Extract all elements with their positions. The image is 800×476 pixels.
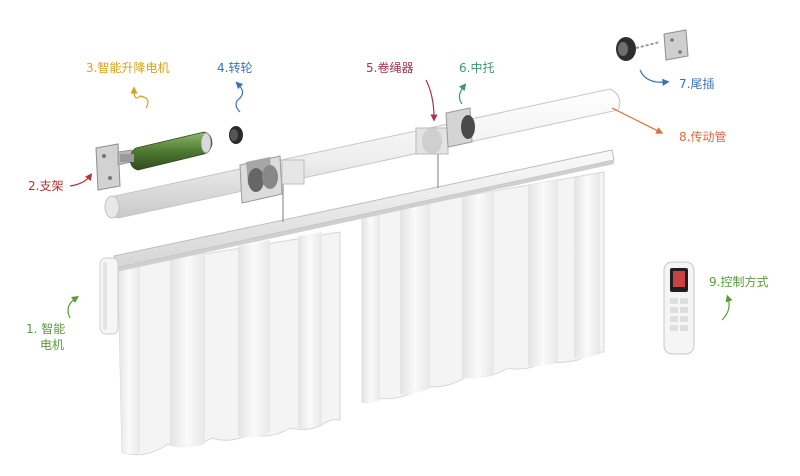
pulley-icon	[229, 126, 243, 144]
curtain-left-panel	[117, 231, 341, 456]
arrow-smart-motor	[67, 296, 79, 319]
arrow-end-plug	[639, 69, 670, 86]
end-plug-icon	[616, 29, 689, 61]
motor-icon	[120, 131, 213, 171]
label-smart-motor: 1. 智能	[26, 322, 66, 336]
arrow-pulley	[235, 81, 244, 113]
arrow-middle-support	[458, 83, 467, 105]
label-smart-motor-line2: 电机	[40, 338, 65, 352]
rope-winder-icon	[239, 155, 305, 204]
arrow-rope-winder	[425, 79, 438, 122]
drive-tube	[104, 88, 621, 219]
label-rope-winder: 5.卷绳器	[366, 61, 414, 75]
label-bracket: 2.支架	[28, 179, 64, 193]
label-middle-support: 6.中托	[459, 61, 495, 75]
smart-motor	[99, 257, 119, 335]
arrow-drive-tube	[611, 107, 664, 134]
arrow-lift-motor	[130, 86, 149, 109]
curtain-right-panel	[361, 171, 605, 403]
label-control-method: 9.控制方式	[709, 275, 769, 289]
middle-support-icon	[445, 107, 475, 148]
arrow-bracket	[69, 173, 93, 187]
label-pulley: 4.转轮	[217, 61, 253, 75]
label-drive-tube: 8.传动管	[679, 130, 727, 144]
remote-control-icon	[663, 261, 695, 355]
label-end-plug: 7.尾插	[679, 77, 715, 91]
bracket-icon	[95, 143, 133, 191]
arrow-control-method	[721, 294, 733, 321]
label-lift-motor: 3.智能升降电机	[86, 61, 170, 75]
rope-winder-middle	[415, 127, 449, 155]
